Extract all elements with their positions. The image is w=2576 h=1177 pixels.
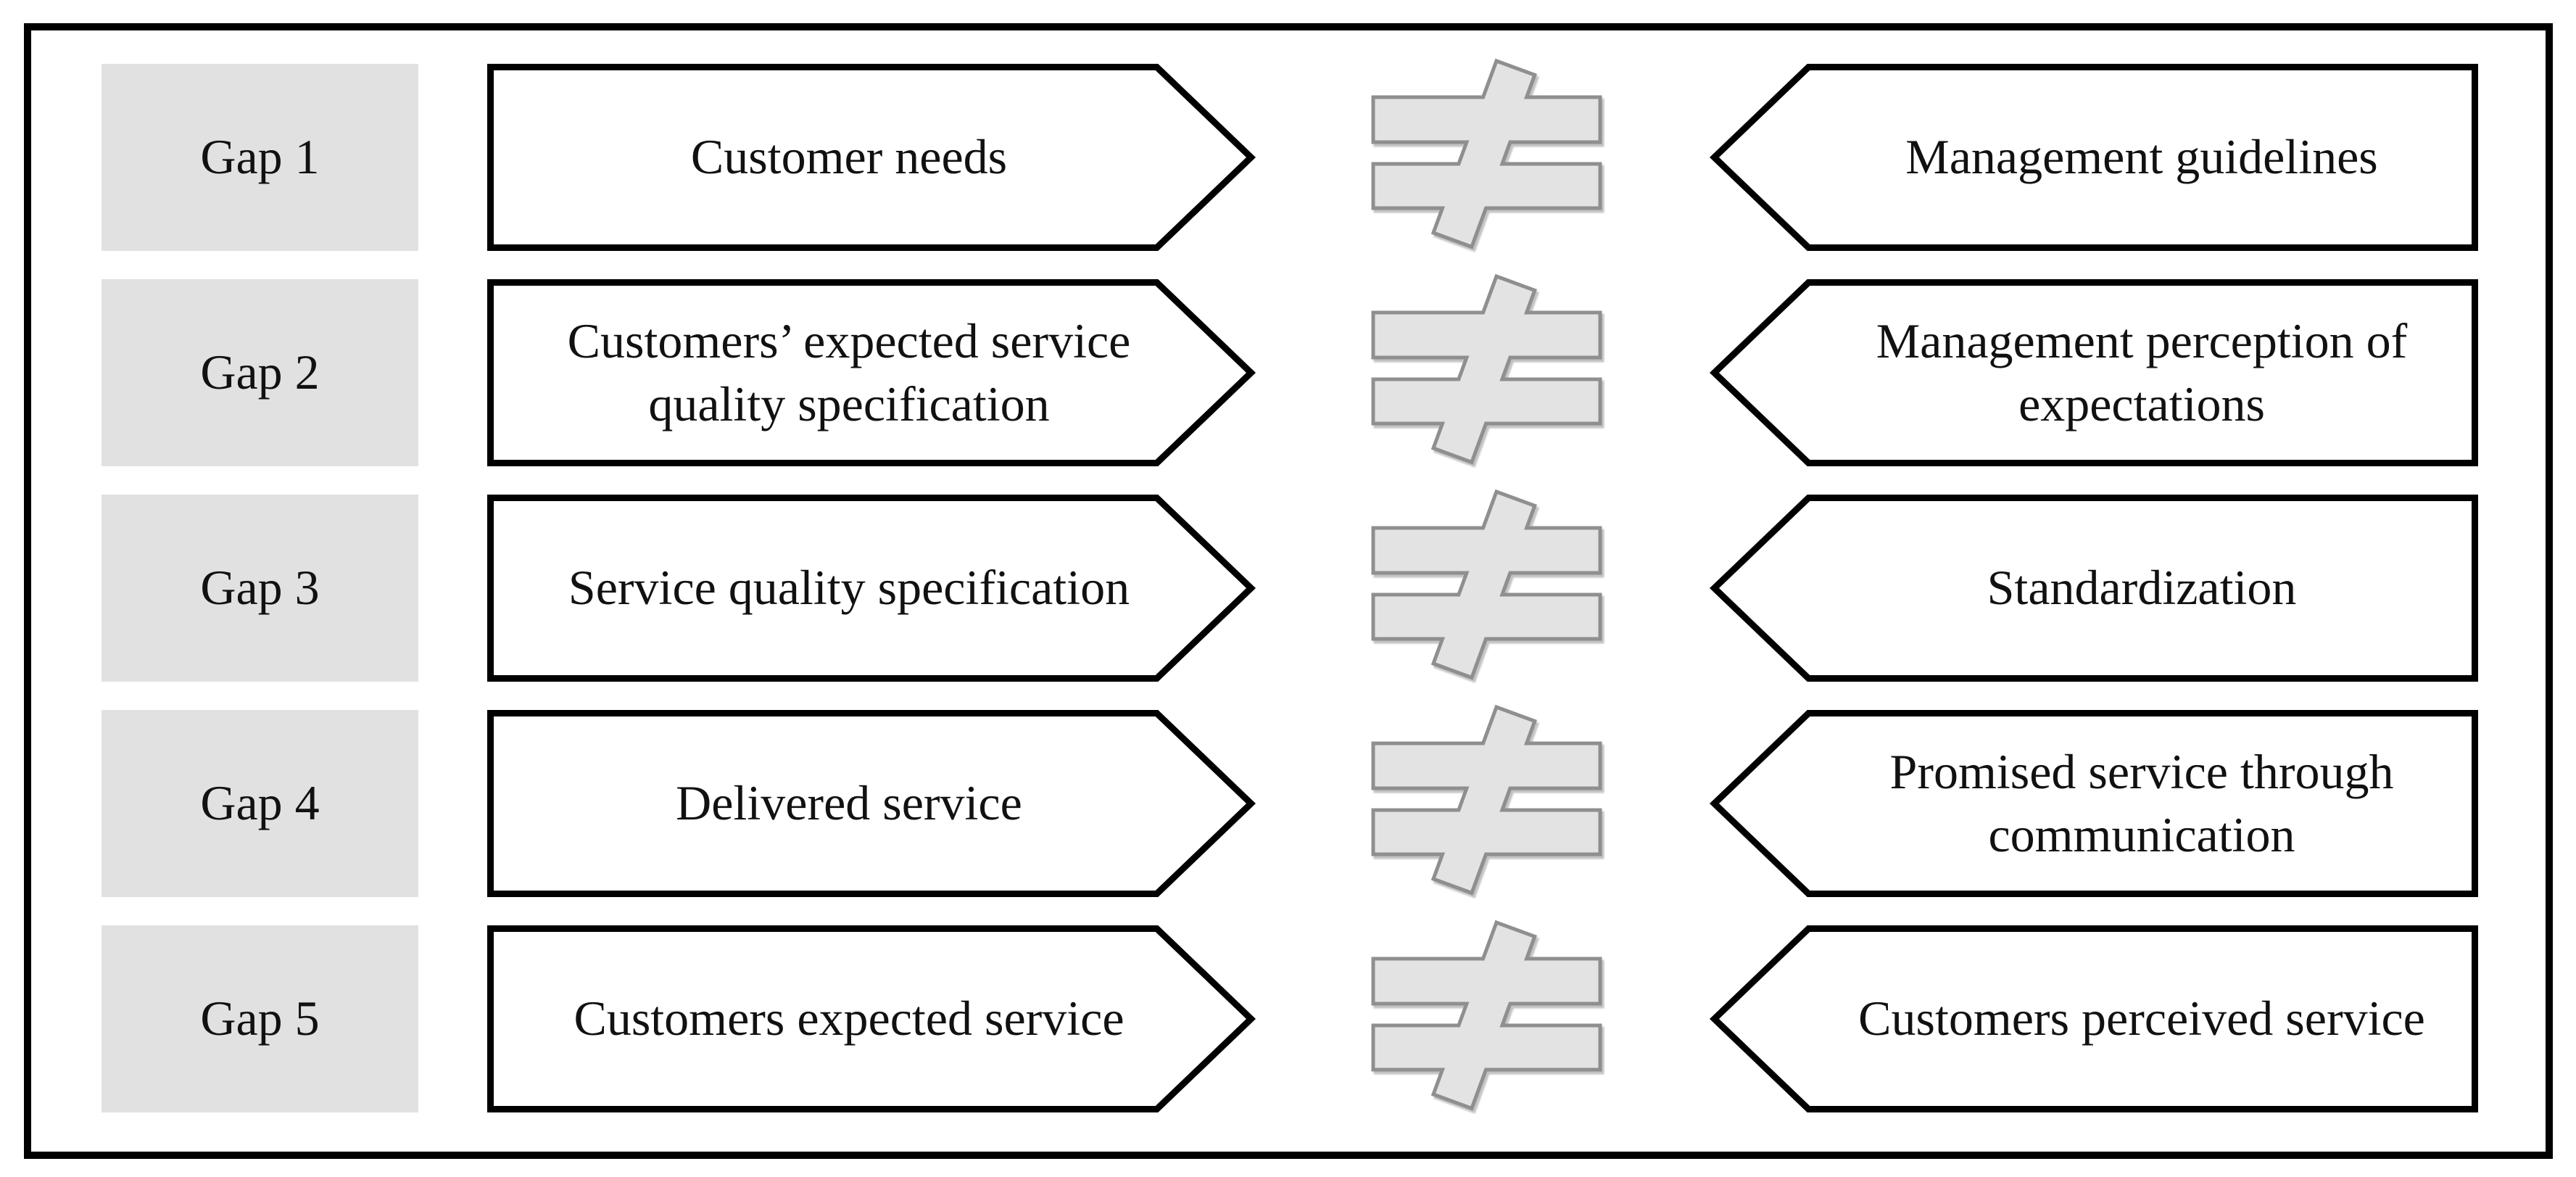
gap-row: Gap 5 Customers expected service Custome… [0, 920, 2576, 1112]
gap-row: Gap 3 Service quality specification Stan… [0, 489, 2576, 682]
left-pointing-pentagon-icon [1709, 925, 2478, 1112]
right-pointing-pentagon-icon [487, 64, 1256, 251]
gap-label-box: Gap 2 [102, 279, 418, 466]
gap-label: Gap 2 [200, 344, 320, 400]
right-pointing-pentagon-icon [487, 495, 1256, 682]
left-chevron-box: Customers expected service [487, 925, 1256, 1112]
gap-row: Gap 4 Delivered service Promised service… [0, 704, 2576, 897]
right-chevron-box: Management guidelines [1709, 64, 2478, 251]
right-label: Customers perceived service [1858, 991, 2425, 1046]
right-pointing-pentagon-icon [487, 279, 1256, 466]
right-label: Standardization [1987, 560, 2297, 616]
gap-label-box: Gap 4 [102, 710, 418, 897]
gap-label: Gap 1 [200, 129, 320, 185]
gap-label: Gap 3 [200, 560, 320, 616]
left-label: Customers expected service [573, 991, 1125, 1046]
left-label: Service quality specification [568, 560, 1130, 616]
not-equal-icon [1371, 273, 1602, 465]
right-pointing-pentagon-icon [487, 710, 1256, 897]
left-chevron-box: Customer needs [487, 64, 1256, 251]
right-chevron-box: Customers perceived service [1709, 925, 2478, 1112]
not-equal-icon [1371, 489, 1602, 680]
not-equal-icon [1371, 704, 1602, 896]
gap-row: Gap 1 Customer needs Management guidelin… [0, 58, 2576, 251]
gap-label-box: Gap 5 [102, 925, 418, 1112]
not-equal-icon [1371, 58, 1602, 249]
left-label: Customer needs [690, 129, 1008, 185]
gap-label-box: Gap 3 [102, 495, 418, 682]
right-chevron-box: Standardization [1709, 495, 2478, 682]
not-equal-icon [1371, 920, 1602, 1111]
left-pointing-pentagon-icon [1709, 64, 2478, 251]
left-pointing-pentagon-icon [1709, 279, 2478, 466]
gap-label: Gap 4 [200, 775, 320, 831]
gap-label: Gap 5 [200, 991, 320, 1046]
gap-label-box: Gap 1 [102, 64, 418, 251]
right-pointing-pentagon-icon [487, 925, 1256, 1112]
left-pointing-pentagon-icon [1709, 710, 2478, 897]
left-label: Delivered service [676, 775, 1022, 831]
left-chevron-box: Service quality specification [487, 495, 1256, 682]
left-pointing-pentagon-icon [1709, 495, 2478, 682]
left-chevron-box: Delivered service [487, 710, 1256, 897]
right-label: Management guidelines [1905, 129, 2378, 185]
